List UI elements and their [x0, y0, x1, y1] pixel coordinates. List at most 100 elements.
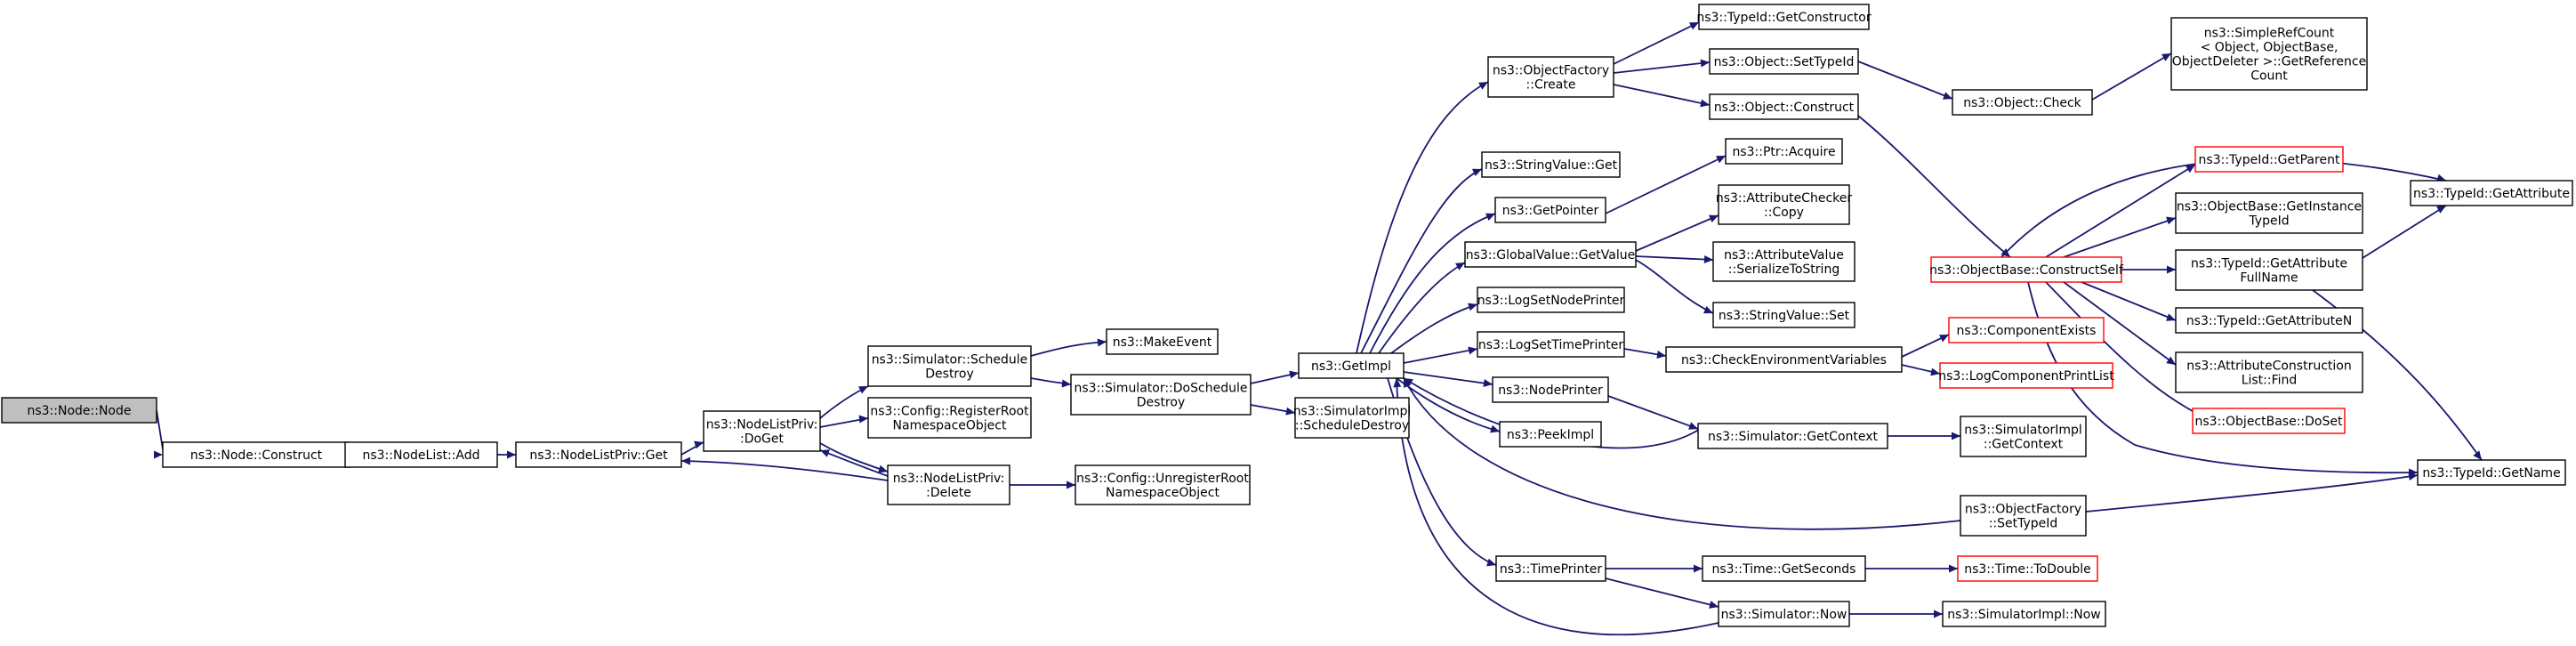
node-label: ns3::AttributeChecker — [1716, 191, 1853, 206]
node-box — [2417, 459, 2566, 486]
node-typeid-get-attribute-n[interactable]: ns3::TypeId::GetAttributeN — [2175, 307, 2363, 334]
node-box — [2175, 351, 2363, 393]
node-box — [1495, 555, 1606, 582]
node-label: ns3::SimpleRefCount — [2204, 27, 2335, 41]
node-sim-schedule-destroy[interactable]: ns3::Simulator::ScheduleDestroy — [867, 345, 1032, 387]
node-simimpl-get-context[interactable]: ns3::SimulatorImpl::GetContext — [1960, 416, 2087, 457]
node-node-node[interactable]: ns3::Node::Node — [1, 397, 157, 424]
edge-arrowhead — [1285, 407, 1295, 416]
node-box — [1298, 352, 1405, 379]
node-make-event[interactable]: ns3::MakeEvent — [1106, 328, 1219, 355]
edge-arrowhead — [2166, 356, 2176, 365]
node-label: ns3::StringValue::Get — [1485, 158, 1618, 173]
node-box — [1942, 601, 2106, 627]
node-ptr-acquire[interactable]: ns3::Ptr::Acquire — [1725, 138, 1843, 165]
node-typeid-get-name[interactable]: ns3::TypeId::GetName — [2417, 459, 2566, 486]
node-label: ns3::Object::SetTypeId — [1714, 55, 1855, 69]
node-box — [2175, 192, 2363, 234]
edge-arrowhead — [1468, 346, 1477, 355]
node-label: ns3::TypeId::GetAttribute — [2413, 187, 2570, 201]
node-box — [1499, 421, 1602, 448]
node-box — [1948, 317, 2105, 343]
node-object-set-typeid[interactable]: ns3::Object::SetTypeId — [1709, 48, 1859, 75]
node-object-factory-set-typeid[interactable]: ns3::ObjectFactory::SetTypeId — [1960, 495, 2087, 537]
call-edge — [680, 460, 889, 481]
node-typeid-get-parent[interactable]: ns3::TypeId::GetParent — [2194, 146, 2344, 173]
edge-arrowhead — [1694, 564, 1703, 573]
node-log-set-node-printer[interactable]: ns3::LogSetNodePrinter — [1477, 287, 1625, 313]
node-label: ::GetContext — [1984, 438, 2064, 452]
node-get-pointer[interactable]: ns3::GetPointer — [1494, 197, 1606, 223]
node-typeid-get-attribute[interactable]: ns3::TypeId::GetAttribute — [2410, 180, 2573, 206]
node-label: ns3::StringValue::Set — [1719, 309, 1850, 323]
node-nodelistpriv-get[interactable]: ns3::NodeListPriv::Get — [515, 441, 682, 468]
node-box — [1709, 93, 1859, 120]
node-peek-impl[interactable]: ns3::PeekImpl — [1499, 421, 1602, 448]
call-edge — [1635, 255, 1714, 261]
node-log-component-print-list[interactable]: ns3::LogComponentPrintList — [1938, 362, 2114, 389]
node-nodelistpriv-doget[interactable]: ns3::NodeListPriv::DoGet — [703, 410, 821, 452]
edge-arrowhead — [1490, 424, 1500, 433]
node-simulator-now[interactable]: ns3::Simulator::Now — [1718, 601, 1850, 627]
node-object-construct[interactable]: ns3::Object::Construct — [1709, 93, 1859, 120]
call-edge — [1605, 155, 1727, 214]
node-simimpl-now[interactable]: ns3::SimulatorImpl::Now — [1942, 601, 2106, 627]
node-time-printer[interactable]: ns3::TimePrinter — [1495, 555, 1606, 582]
edge-arrowhead — [507, 450, 516, 459]
node-node-printer[interactable]: ns3::NodePrinter — [1492, 376, 1609, 403]
node-simple-ref-count[interactable]: ns3::SimpleRefCount< Object, ObjectBase,… — [2170, 17, 2368, 91]
call-edge — [1403, 348, 1478, 364]
node-global-value-get-value[interactable]: ns3::GlobalValue::GetValue — [1464, 241, 1637, 268]
node-check-env-vars[interactable]: ns3::CheckEnvironmentVariables — [1665, 346, 1903, 373]
node-time-get-seconds[interactable]: ns3::Time::GetSeconds — [1702, 555, 1866, 582]
node-label: ns3::ObjectBase::GetInstance — [2177, 200, 2362, 214]
node-object-base-construct-self[interactable]: ns3::ObjectBase::ConstructSelf — [1929, 256, 2124, 283]
node-label: FullName — [2240, 271, 2298, 286]
edge-arrowhead — [1656, 351, 1666, 359]
call-edge — [1369, 213, 1496, 354]
node-config-unregister-root[interactable]: ns3::Config::UnregisterRootNamespaceObje… — [1075, 464, 1251, 505]
node-node-construct[interactable]: ns3::Node::Construct — [162, 441, 350, 468]
edge-arrowhead — [1943, 92, 1952, 100]
node-label: ns3::AttributeConstruction — [2186, 359, 2351, 374]
node-label: ns3::ComponentExists — [1957, 324, 2097, 338]
node-attribute-checker-copy[interactable]: ns3::AttributeChecker::Copy — [1716, 184, 1853, 225]
call-edge — [1360, 168, 1483, 354]
node-label: ns3::LogComponentPrintList — [1938, 369, 2114, 384]
node-object-base-doset[interactable]: ns3::ObjectBase::DoSet — [2192, 408, 2346, 434]
node-box — [2410, 180, 2573, 206]
call-edge — [2085, 474, 2419, 513]
node-box — [1718, 184, 1850, 225]
node-component-exists[interactable]: ns3::ComponentExists — [1948, 317, 2105, 343]
node-log-set-time-printer[interactable]: ns3::LogSetTimePrinter — [1477, 331, 1625, 358]
node-attribute-value-serialize[interactable]: ns3::AttributeValue::SerializeToString — [1712, 241, 1856, 282]
edge-arrowhead — [1709, 601, 1719, 609]
node-label: ns3::Object::Check — [1963, 96, 2081, 110]
node-get-impl[interactable]: ns3::GetImpl — [1298, 352, 1405, 379]
node-sim-get-context[interactable]: ns3::Simulator::GetContext — [1697, 423, 1888, 449]
node-typeid-get-constructor[interactable]: ns3::TypeId::GetConstructor — [1696, 4, 1872, 30]
node-string-value-get[interactable]: ns3::StringValue::Get — [1481, 151, 1621, 178]
edge-arrowhead — [1289, 370, 1299, 379]
call-edge — [2081, 281, 2177, 321]
node-box — [1481, 151, 1621, 178]
edge-arrowhead — [858, 386, 868, 394]
node-time-to-double[interactable]: ns3::Time::ToDouble — [1957, 555, 2098, 582]
node-object-factory-create[interactable]: ns3::ObjectFactory::Create — [1487, 56, 1614, 98]
node-label: ::SerializeToString — [1728, 262, 1839, 277]
call-edge — [1403, 377, 1961, 530]
node-string-value-set[interactable]: ns3::StringValue::Set — [1712, 302, 1856, 328]
node-nodelistpriv-delete[interactable]: ns3::NodeListPriv::Delete — [887, 464, 1010, 505]
edge-arrowhead — [1486, 558, 1496, 567]
node-nodelist-add[interactable]: ns3::NodeList::Add — [344, 441, 498, 468]
node-box — [1492, 376, 1609, 403]
node-object-check[interactable]: ns3::Object::Check — [1952, 89, 2093, 116]
edge-arrowhead — [1939, 335, 1949, 343]
node-simimpl-schedule-destroy[interactable]: ns3::SimulatorImpl::ScheduleDestroy — [1293, 397, 1412, 439]
